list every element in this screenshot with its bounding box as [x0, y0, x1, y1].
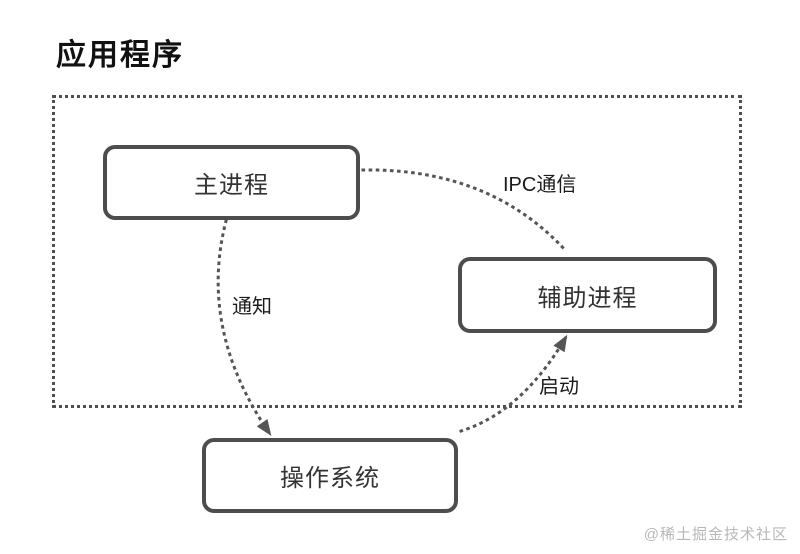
- node-helper-process-label: 辅助进程: [537, 284, 638, 312]
- watermark: @稀土掘金技术社区: [643, 526, 788, 543]
- edge-ipc-arrow: [361, 168, 569, 254]
- diagram-title: 应用程序: [56, 39, 184, 72]
- edge-launch-arrow: [459, 334, 569, 433]
- node-main-process-label: 主进程: [194, 172, 269, 199]
- edge-label-notify: 通知: [232, 296, 272, 318]
- edge-notify-arrow: [216, 219, 273, 437]
- node-operating-system-label: 操作系统: [280, 465, 380, 492]
- node-helper-process: 辅助进程: [458, 257, 717, 333]
- application-boundary-box: [52, 95, 742, 408]
- node-main-process: 主进程: [103, 145, 360, 220]
- node-operating-system: 操作系统: [202, 438, 458, 513]
- edge-label-launch: 启动: [539, 376, 579, 398]
- edge-label-ipc: IPC通信: [503, 174, 577, 196]
